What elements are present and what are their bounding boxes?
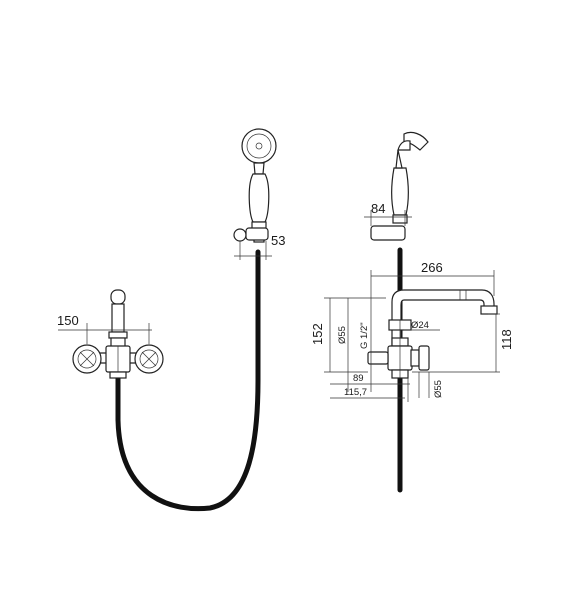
dim-o55-bottom-label: Ø55 <box>433 380 444 398</box>
dim-150-label: 150 <box>57 313 79 328</box>
dim-150: 150 <box>57 313 152 344</box>
left-handle <box>72 344 102 374</box>
side-mixer-body <box>367 319 430 379</box>
side-hand-shower <box>391 131 429 224</box>
dim-266-label: 266 <box>421 260 443 275</box>
dim-g12-label: G 1/2" <box>359 322 370 349</box>
dim-152-label: 152 <box>310 323 325 345</box>
front-wall-bracket: 53 <box>233 227 285 260</box>
dim-84-label: 84 <box>371 201 385 216</box>
dim-89-label: 89 <box>353 373 364 384</box>
dim-115-7-label: 115,7 <box>344 387 367 398</box>
side-wall-bracket: 84 <box>364 201 412 241</box>
right-handle <box>134 344 164 374</box>
side-view: 84 <box>310 131 514 493</box>
dim-o55-top-label: Ø55 <box>337 326 348 344</box>
side-dimension-lines <box>324 270 500 402</box>
front-hose <box>115 249 261 512</box>
front-view: 150 53 <box>57 128 285 512</box>
dim-53-label: 53 <box>271 233 285 248</box>
dim-118-label: 118 <box>499 329 514 350</box>
front-hand-shower <box>241 128 277 243</box>
dim-o24-label: Ø24 <box>411 320 429 331</box>
